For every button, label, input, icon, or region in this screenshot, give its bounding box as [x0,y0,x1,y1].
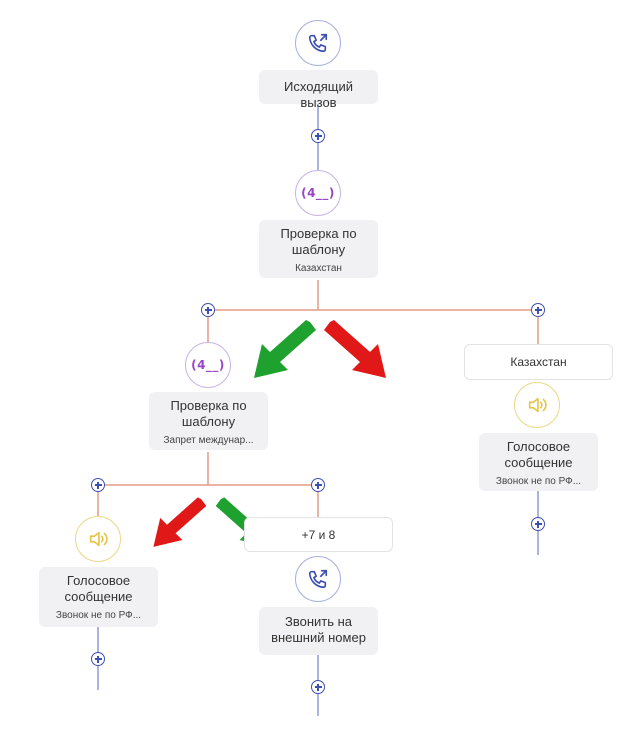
add-step-button[interactable] [311,129,325,143]
condition-label: +7 и 8 [301,528,336,542]
add-branch-button-left[interactable] [91,478,105,492]
add-branch-button-left[interactable] [201,303,215,317]
speaker-icon [75,516,121,562]
condition-plus7-8[interactable]: +7 и 8 [244,517,393,552]
phone-outgoing-icon [295,20,341,66]
voice-message-node[interactable]: Голосовое сообщение Звонок не по РФ... [479,433,598,491]
green-arrow-icon [254,320,316,378]
node-title: Проверка по шаблону [280,226,357,257]
call-external-node[interactable]: Звонить на внешний номер [259,607,378,655]
add-step-button[interactable] [91,652,105,666]
speaker-icon [514,382,560,428]
add-branch-button-right[interactable] [311,478,325,492]
condition-kazakhstan[interactable]: Казахстан [464,344,613,380]
template-check-node[interactable]: Проверка по шаблону Казахстан [259,220,378,278]
condition-label: Казахстан [510,355,567,369]
outgoing-call-node[interactable]: Исходящий вызов [259,70,378,110]
node-title: Проверка по шаблону [170,398,247,429]
node-title: Голосовое сообщение [64,573,133,604]
phone-outgoing-icon [295,556,341,602]
node-title: Звонить на внешний номер [271,614,366,645]
red-arrow-icon [324,320,386,378]
node-title: Голосовое сообщение [504,439,573,470]
node-subtitle: Звонок не по РФ... [55,610,142,621]
template-check-icon: (4__) [295,170,341,216]
node-title: Исходящий вызов [284,79,353,110]
add-step-button[interactable] [311,680,325,694]
node-subtitle: Запрет междунар... [163,435,254,446]
add-step-button[interactable] [531,517,545,531]
template-glyph: (4__) [301,186,335,200]
template-glyph: (4__) [191,358,225,372]
node-subtitle: Казахстан [295,263,342,274]
template-check-node[interactable]: Проверка по шаблону Запрет междунар... [149,392,268,450]
template-check-icon: (4__) [185,342,231,388]
add-branch-button-right[interactable] [531,303,545,317]
red-arrow-icon [153,497,207,547]
node-subtitle: Звонок не по РФ... [495,476,582,487]
voice-message-node[interactable]: Голосовое сообщение Звонок не по РФ... [39,567,158,627]
